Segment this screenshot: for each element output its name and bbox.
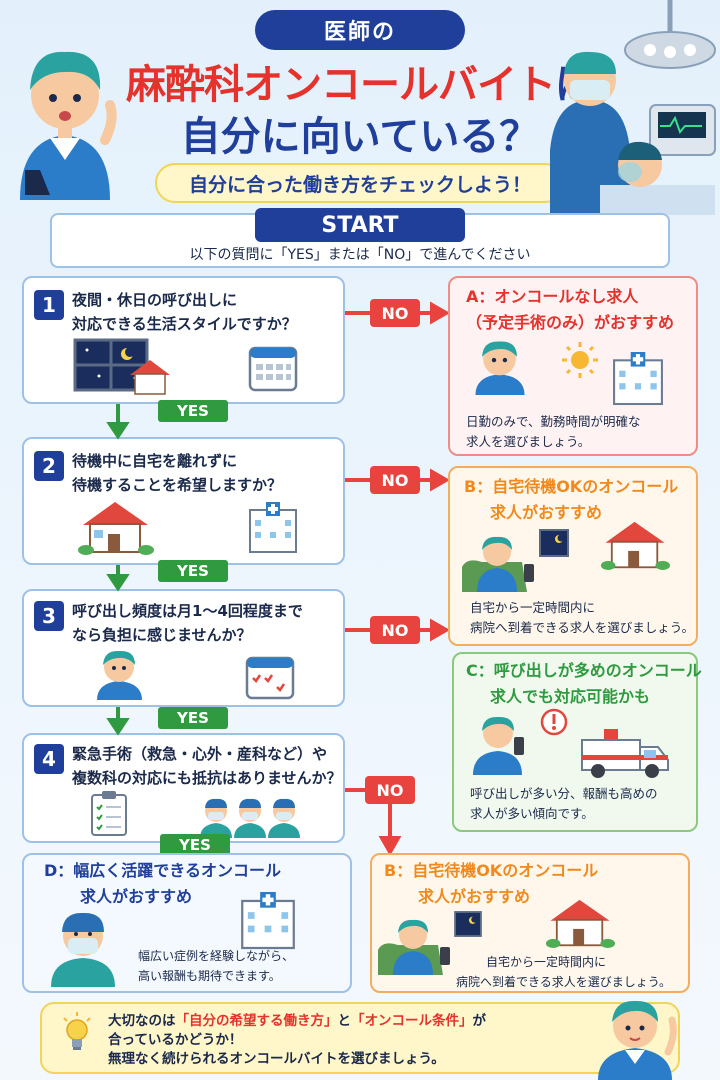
result-b2-line1: B：自宅待機OKのオンコール <box>384 861 599 880</box>
result-d-title: D：幅広く活躍できるオンコール求人がおすすめ <box>44 858 281 910</box>
result-b-text2: 病院へ到着できる求人を選びましょう。 <box>470 620 695 635</box>
result-d-text: 幅広い症例を経験しながら、高い報酬も期待できます。 <box>138 946 294 986</box>
question-4-number: 4 <box>34 744 64 774</box>
yes-label-3: YES <box>158 707 228 729</box>
question-1-line1: 夜間・休日の呼び出しに <box>72 291 238 309</box>
title-main-text: 麻酔科オンコールバイト <box>126 62 556 108</box>
surgeon-operating-icon <box>550 0 716 215</box>
question-4-text: 緊急手術（救急・心外・産科など）や複数科の対応にも抵抗はありませんか？ <box>72 742 342 790</box>
result-a-text1: 日勤のみで、勤務時間が明確な <box>466 414 641 429</box>
start-instruction: 以下の質問に「YES」または「NO」で進んでください <box>189 247 531 263</box>
no-label-1: NO <box>370 299 420 327</box>
house-icon <box>545 899 615 948</box>
night-window-icon <box>454 911 482 937</box>
result-d-text1: 幅広い症例を経験しながら、 <box>138 949 295 963</box>
no-label-4: NO <box>365 776 415 804</box>
medical-team-icon <box>200 798 300 838</box>
question-1-text: 夜間・休日の呼び出しに対応できる生活スタイルですか？ <box>72 288 342 336</box>
ambulance-icon <box>581 729 669 778</box>
result-b-text: 自宅から一定時間内に病院へ到着できる求人を選びましょう。 <box>470 598 694 638</box>
result-b2-text: 自宅から一定時間内に病院へ到着できる求人を選びましょう。 <box>456 952 671 992</box>
sun-icon <box>562 342 598 378</box>
footer-highlight-2: 「オンコール条件」 <box>351 1013 473 1029</box>
question-2-card <box>22 437 345 565</box>
result-a-line2: （予定手術のみ）がおすすめ <box>466 313 675 332</box>
question-3-text: 呼び出し頻度は月1〜4回程度までなら負担に感じませんか？ <box>72 599 342 647</box>
result-b2-text1: 自宅から一定時間内に <box>486 955 607 969</box>
result-c-text: 呼び出しが多い分、報酬も高めの求人が多い傾向です。 <box>470 784 658 824</box>
result-d-line1: D：幅広く活躍できるオンコール <box>44 861 281 880</box>
result-b-line1: B：自宅待機OKのオンコール <box>464 477 679 496</box>
question-4-line2: 複数科の対応にも抵抗はありませんか？ <box>72 769 342 787</box>
result-a-text2: 求人を選びましょう。 <box>466 434 591 449</box>
night-window-icon <box>539 529 569 557</box>
result-c-line2: 求人でも対応可能かも <box>490 687 651 706</box>
clipboard-icon <box>91 791 127 836</box>
question-2-line2: 待機することを希望しますか？ <box>72 476 283 494</box>
no-label-2: NO <box>370 466 420 494</box>
header-pill: 医師の <box>255 10 465 50</box>
footer-mid: と <box>337 1013 352 1029</box>
question-1-number: 1 <box>34 290 64 320</box>
footer-box <box>40 1002 680 1074</box>
result-c-title: C：呼び出しが多めのオンコール求人でも対応可能かも <box>466 658 702 710</box>
doctor-phone-icon <box>473 716 524 775</box>
hospital-icon <box>249 502 297 553</box>
footer-text: 大切なのは「自分の希望する働き方」と「オンコール条件」が 合っているかどうか！ … <box>108 1012 578 1069</box>
doctor-phone-icon <box>378 919 450 975</box>
question-3-line1: 呼び出し頻度は月1〜4回程度まで <box>72 602 303 620</box>
result-c-text2: 求人が多い傾向です。 <box>470 806 594 821</box>
footer-highlight-1: 「自分の希望する働き方」 <box>175 1013 338 1029</box>
result-b2-line2: 求人がおすすめ <box>418 887 531 906</box>
doctor-avatar-icon <box>475 341 525 395</box>
calendar-check-icon <box>245 656 295 700</box>
doctor-avatar-icon <box>97 650 142 700</box>
question-2-line1: 待機中に自宅を離れずに <box>72 452 238 470</box>
question-1-line2: 対応できる生活スタイルですか？ <box>72 315 297 333</box>
doctor-pointing-icon <box>598 1000 677 1080</box>
result-a-title: A：オンコールなし求人 （予定手術のみ）がおすすめ <box>466 284 674 336</box>
yes-label-1: YES <box>158 400 228 422</box>
calendar-icon <box>248 346 298 392</box>
hospital-icon <box>241 892 295 950</box>
result-b-line2: 求人がおすすめ <box>490 503 603 522</box>
result-d-line2: 求人がおすすめ <box>80 887 193 906</box>
question-3-number: 3 <box>34 601 64 631</box>
result-a-line1: A：オンコールなし求人 <box>466 287 639 306</box>
page-title-line2: 自分に向いている？ <box>180 114 540 160</box>
result-b2-title: B：自宅待機OKのオンコール求人がおすすめ <box>384 858 598 910</box>
result-b2-text2: 病院へ到着できる求人を選びましょう。 <box>456 975 672 989</box>
footer-pre: 大切なのは <box>108 1013 176 1029</box>
result-b-text1: 自宅から一定時間内に <box>470 600 596 615</box>
surgeon-avatar-icon <box>51 912 115 987</box>
footer-post: が <box>472 1013 487 1029</box>
subtitle-banner: 自分に合った働き方をチェックしよう！ <box>155 163 565 203</box>
result-a-text: 日勤のみで、勤務時間が明確な求人を選びましょう。 <box>466 412 641 452</box>
result-d-text2: 高い報酬も期待できます。 <box>138 969 281 983</box>
question-2-number: 2 <box>34 451 64 481</box>
yes-label-4: YES <box>160 834 230 856</box>
question-2-text: 待機中に自宅を離れずに待機することを希望しますか？ <box>72 449 342 497</box>
night-window-icon <box>73 338 170 395</box>
hospital-icon <box>613 352 663 406</box>
alert-icon <box>540 708 568 736</box>
start-label: START <box>255 208 465 242</box>
result-c-line1: C：呼び出しが多めのオンコール <box>466 661 702 680</box>
house-icon <box>600 521 670 570</box>
doctor-phone-icon <box>462 536 534 592</box>
footer-line2: 合っているかどうか！ <box>108 1032 243 1048</box>
yes-label-2: YES <box>158 560 228 582</box>
lightbulb-icon <box>63 1012 91 1050</box>
question-3-line2: なら負担に感じませんか？ <box>72 626 252 644</box>
footer-line1: 大切なのは「自分の希望する働き方」と「オンコール条件」が <box>108 1012 578 1031</box>
result-b-title: B：自宅待機OKのオンコール求人がおすすめ <box>464 474 678 526</box>
result-c-text1: 呼び出しが多い分、報酬も高めの <box>470 786 658 801</box>
doctor-pointing-icon <box>20 51 117 200</box>
no-label-3: NO <box>370 616 420 644</box>
house-icon <box>78 502 154 555</box>
question-4-line1: 緊急手術（救急・心外・産科など）や <box>72 745 328 763</box>
footer-line3: 無理なく続けられるオンコールバイトを選びましょう。 <box>108 1051 445 1067</box>
